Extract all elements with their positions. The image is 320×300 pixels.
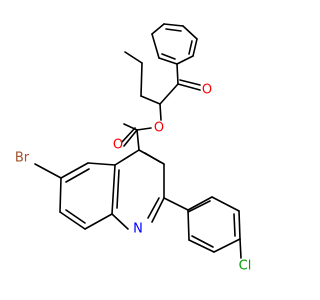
bond — [159, 103, 162, 121]
bond — [163, 23, 184, 27]
bond — [111, 213, 129, 230]
bond — [179, 79, 201, 86]
bond — [124, 51, 143, 64]
atom-labels: Br N Cl O O O — [15, 83, 251, 274]
bond — [114, 149, 140, 166]
bond — [84, 213, 113, 230]
bond — [191, 235, 214, 248]
bond — [144, 152, 161, 163]
bond — [136, 127, 152, 131]
bond — [188, 40, 193, 55]
bond — [163, 197, 189, 211]
bond — [176, 63, 179, 85]
bond — [158, 57, 178, 65]
bond — [188, 239, 215, 253]
bond — [187, 209, 190, 241]
bond — [140, 62, 143, 97]
bond — [161, 53, 176, 60]
bond — [182, 25, 198, 40]
bond — [177, 83, 201, 91]
bond — [151, 197, 165, 223]
bonds — [34, 23, 242, 259]
bond — [213, 238, 241, 253]
bond — [147, 197, 160, 219]
bond — [34, 163, 62, 179]
bond — [140, 95, 161, 105]
bond — [165, 28, 182, 32]
bond — [121, 127, 136, 143]
bond — [116, 169, 120, 209]
bond — [59, 211, 86, 230]
atom-o-ketone: O — [202, 83, 212, 98]
bond — [65, 168, 90, 183]
bond — [192, 38, 198, 57]
bond — [159, 83, 179, 105]
bond — [233, 213, 236, 237]
bond — [238, 210, 241, 240]
atom-cl: Cl — [239, 259, 252, 274]
bond — [59, 177, 62, 213]
atom-o-carbonyl: O — [113, 138, 123, 153]
atom-o-ester: O — [154, 121, 164, 136]
bond — [60, 162, 89, 179]
atom-br: Br — [15, 151, 30, 166]
bond — [123, 129, 138, 147]
atom-n: N — [133, 222, 143, 237]
bond — [111, 164, 116, 215]
bond — [136, 129, 140, 151]
bond — [211, 196, 240, 212]
bond — [187, 196, 213, 211]
molecule-structure: Br N Cl O O O — [15, 23, 251, 274]
bond — [239, 238, 242, 259]
bond — [87, 162, 116, 166]
bond — [151, 23, 165, 35]
bond — [151, 33, 160, 59]
bond — [187, 200, 211, 213]
bond — [65, 209, 86, 224]
bond — [176, 55, 194, 65]
